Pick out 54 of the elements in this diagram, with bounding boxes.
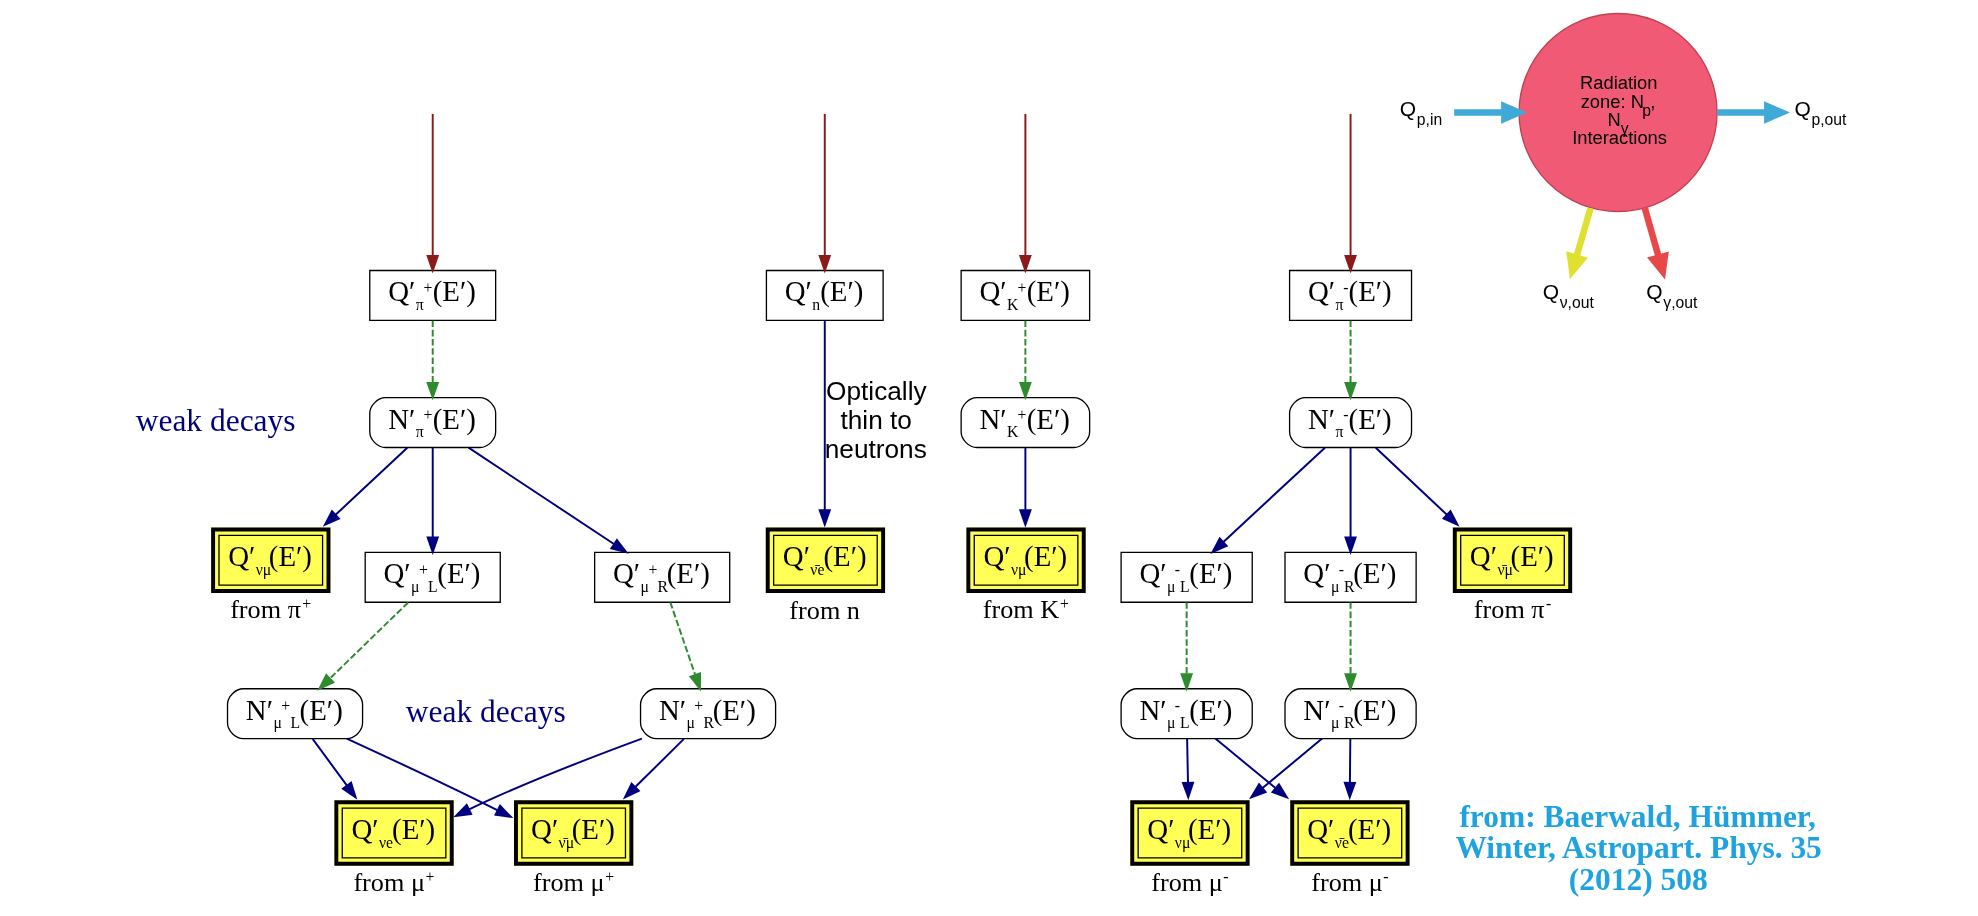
- label: weak decays: [405, 693, 566, 729]
- arrow: [818, 319, 832, 528]
- node-label: from π$^{-}$: [1473, 594, 1552, 624]
- arrow: [1641, 207, 1669, 280]
- label: weak decays: [135, 402, 296, 438]
- arrow: [1210, 446, 1326, 554]
- node-label: from n: [789, 596, 861, 626]
- node-label: from μ$^{-}$: [1311, 867, 1389, 897]
- node-text: Q$_{p,in}$: [1399, 97, 1443, 128]
- arrow: [317, 601, 410, 691]
- arrow: [1018, 112, 1032, 274]
- node-circle: Radiation zone: N$_{p}$, N$_{γ}$ Interactions: [1518, 12, 1718, 213]
- arrow: [467, 446, 629, 554]
- node-box: Q′$_{π}$$^{+}$(E′): [369, 269, 497, 321]
- arrow: [1344, 319, 1357, 401]
- node-box: N′$_{π}$$^{+}$(E′): [369, 397, 497, 449]
- arrow: [1344, 446, 1357, 555]
- edge-label: Optically thin to neutrons: [824, 376, 927, 464]
- arrow: [1566, 207, 1594, 280]
- arrow: [1248, 737, 1324, 800]
- arrow: [1344, 112, 1357, 274]
- node-text: Q$_{p,out}$: [1794, 97, 1847, 128]
- arrow: [622, 737, 685, 800]
- arrow: [818, 112, 832, 274]
- node-label: from μ$^{+}$: [353, 867, 435, 897]
- arrow: [1018, 446, 1032, 528]
- node-box: Q′$_{K}$$^{+}$(E′): [960, 269, 1091, 321]
- node-label: from μ$^{-}$: [1151, 867, 1229, 897]
- arrow: [426, 112, 440, 274]
- arrow: [1214, 737, 1290, 800]
- node-text: Q$_{γ,out}$: [1646, 280, 1698, 311]
- node-label: from μ$^{+}$: [533, 867, 615, 897]
- arrow: [1018, 319, 1032, 401]
- arrow: [669, 601, 702, 692]
- arrow: [1343, 737, 1357, 801]
- arrow: [311, 737, 358, 800]
- arrow: [1344, 601, 1357, 692]
- node-label: from π$^{+}$: [230, 594, 312, 624]
- arrow: [1180, 601, 1194, 692]
- label: from: Baerwald, Hümmer, Winter, Astropart. Phys. 35 (2012) 508: [1455, 798, 1822, 897]
- arrow: [453, 737, 643, 818]
- arrow: [322, 446, 409, 527]
- node-text: Q$_{ν,out}$: [1542, 280, 1594, 311]
- arrow: [1374, 446, 1460, 527]
- arrow: [1717, 101, 1790, 124]
- node-box: Q′$_{n}$(E′): [765, 269, 884, 321]
- arrow: [426, 319, 440, 401]
- node-box: N′$_{π}$$^{-}$(E′): [1288, 397, 1413, 449]
- arrow: [426, 446, 440, 555]
- node-label: from K$^{+}$: [982, 594, 1070, 624]
- node-box: Q′$_{π}$$^{-}$(E′): [1288, 269, 1413, 321]
- arrow: [345, 737, 514, 819]
- node-box: N′$_{K}$$^{+}$(E′): [960, 397, 1091, 449]
- arrow: [1181, 737, 1195, 801]
